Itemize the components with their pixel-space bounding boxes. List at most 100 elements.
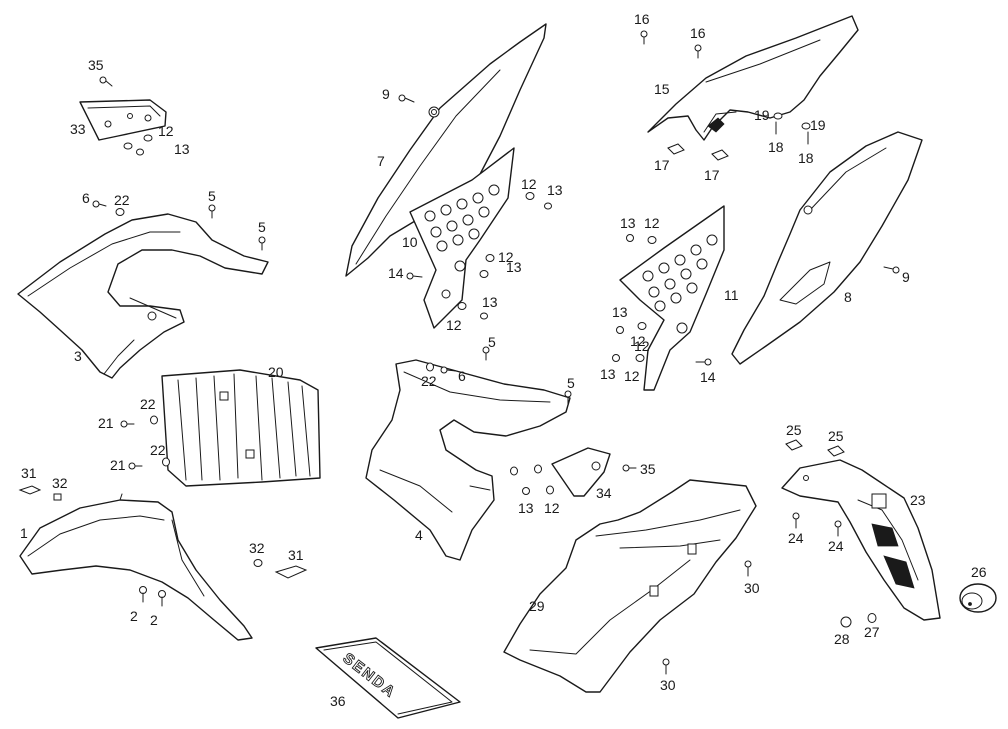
part-20-radiator-grille <box>161 369 321 487</box>
screw-9-left <box>398 94 415 103</box>
callout-32: 32 <box>52 475 68 491</box>
callout-13: 13 <box>174 141 190 157</box>
callout-24: 24 <box>828 538 844 554</box>
callout-30: 30 <box>660 677 676 693</box>
callout-12: 12 <box>630 333 646 349</box>
screws-18 <box>775 121 809 145</box>
callout-31: 31 <box>21 465 37 481</box>
callout-12: 12 <box>521 176 537 192</box>
callout-13: 13 <box>600 366 616 382</box>
callout-13: 13 <box>612 304 628 320</box>
callout-22: 22 <box>140 396 156 412</box>
callout-22: 22 <box>150 442 166 458</box>
callout-18: 18 <box>768 139 784 155</box>
washers-nuts-tank <box>510 464 554 495</box>
callout-12: 12 <box>544 500 560 516</box>
screw-5-shroud <box>208 204 266 251</box>
callout-13: 13 <box>620 215 636 231</box>
callout-25: 25 <box>828 428 844 444</box>
callout-5: 5 <box>567 375 575 391</box>
callout-10: 10 <box>402 234 418 250</box>
callout-21: 21 <box>110 457 126 473</box>
callout-9: 9 <box>382 86 390 102</box>
part-3-radiator-shroud <box>17 213 269 379</box>
callout-9: 9 <box>902 269 910 285</box>
callout-22: 22 <box>114 192 130 208</box>
part-31-clip-left <box>18 485 42 495</box>
callout-24: 24 <box>788 530 804 546</box>
screw-14-left <box>406 272 423 280</box>
callout-29: 29 <box>529 598 545 614</box>
callout-22: 22 <box>421 373 437 389</box>
screws-5-tank <box>482 346 572 405</box>
part-7-left-side-panel <box>345 23 547 277</box>
screw-35-right <box>622 464 637 472</box>
part-4-tank-shroud <box>365 359 571 561</box>
clips-25 <box>785 439 845 457</box>
callout-18: 18 <box>798 150 814 166</box>
callout-35: 35 <box>88 57 104 73</box>
part-8-right-side-panel <box>731 131 923 365</box>
callout-12: 12 <box>644 215 660 231</box>
part-33-bracket <box>79 99 167 141</box>
callout-6: 6 <box>82 190 90 206</box>
callout-36: 36 <box>330 693 346 709</box>
screw-9-right <box>883 266 900 274</box>
callout-15: 15 <box>654 81 670 97</box>
callout-2: 2 <box>150 612 158 628</box>
callout-3: 3 <box>74 348 82 364</box>
callout-28: 28 <box>834 631 850 647</box>
part-32-nut-left <box>53 493 62 501</box>
part-1-front-fender <box>19 493 253 641</box>
washers-22-grille <box>150 415 170 467</box>
callout-12: 12 <box>634 338 650 354</box>
callout-13: 13 <box>518 500 534 516</box>
screw-6-tank <box>440 366 457 374</box>
callout-5: 5 <box>208 188 216 204</box>
callout-27: 27 <box>864 624 880 640</box>
callout-14: 14 <box>700 369 716 385</box>
screws-21 <box>120 420 143 470</box>
callout-12: 12 <box>624 368 640 384</box>
callout-6: 6 <box>458 368 466 384</box>
part-31-clip-right <box>274 565 308 579</box>
callout-26: 26 <box>971 564 987 580</box>
part-32-nut-right <box>253 559 263 567</box>
washers-nuts-10 <box>457 192 552 320</box>
callout-35: 35 <box>640 461 656 477</box>
callout-4: 4 <box>415 527 423 543</box>
part-11-right-vent-grille <box>619 205 725 391</box>
callout-21: 21 <box>98 415 114 431</box>
callout-12: 12 <box>498 249 514 265</box>
callout-19: 19 <box>754 107 770 123</box>
screw-6-left <box>92 200 107 208</box>
washers-19 <box>773 112 811 130</box>
callout-5: 5 <box>488 334 496 350</box>
screw-14-right <box>695 358 712 366</box>
callout-14: 14 <box>388 265 404 281</box>
part-27-washer <box>867 613 877 623</box>
part-23-license-plate-holder <box>781 459 941 621</box>
part-29-rear-mudguard <box>503 479 757 693</box>
washer-12-nut-13-top <box>123 134 153 156</box>
callout-32: 32 <box>249 540 265 556</box>
part-36-owners-manual: SENDA <box>315 637 461 719</box>
callout-13: 13 <box>506 259 522 275</box>
washers-nuts-11 <box>612 234 657 362</box>
callout-5: 5 <box>258 219 266 235</box>
callout-20: 20 <box>268 364 284 380</box>
callout-16: 16 <box>634 11 650 27</box>
clips-17 <box>667 143 729 161</box>
screw-35-top <box>99 76 113 87</box>
callout-7: 7 <box>377 153 385 169</box>
callout-34: 34 <box>596 485 612 501</box>
callout-1: 1 <box>20 525 28 541</box>
part-26-reflector <box>959 583 997 613</box>
part-28-nut <box>840 616 852 628</box>
bolts-2 <box>139 586 166 607</box>
part-15-tail-section <box>647 15 859 141</box>
callout-11: 11 <box>724 287 739 303</box>
screws-16 <box>640 30 702 59</box>
